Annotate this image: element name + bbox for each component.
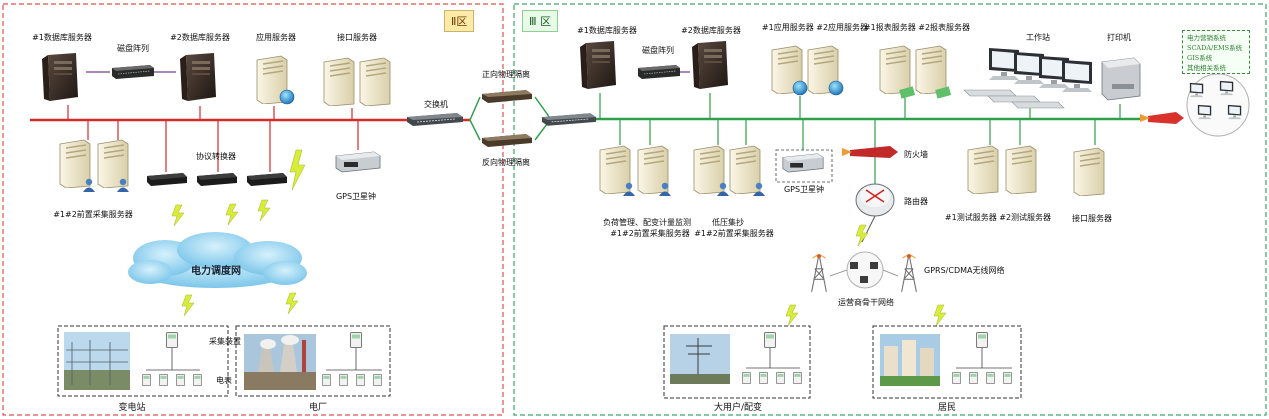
test-server-icon-2 <box>1005 145 1037 194</box>
lv-front-label: #1#2前置采集服务器 <box>694 229 774 238</box>
z3-disk-array-icon <box>637 64 681 80</box>
router-icon <box>855 183 895 217</box>
z3-gps-clock-icon <box>782 153 824 173</box>
carrier-backbone-icon <box>846 251 884 289</box>
residents-collector-icon <box>976 332 988 348</box>
reverse-isolator-icon <box>482 134 532 147</box>
external-systems-icon <box>1186 73 1250 137</box>
z3-db2-server-icon <box>692 41 728 89</box>
z3-interface-server-icon <box>1073 147 1105 196</box>
firewall-label: 防火墙 <box>904 150 928 159</box>
switch-label: 交换机 <box>424 100 448 109</box>
load-front-server-icon <box>599 145 631 194</box>
report-server-icon <box>879 45 911 94</box>
external-system-3: 其他相关系统 <box>1187 64 1226 72</box>
z3-app-servers-label: #1应用服务器 #2应用服务器 <box>761 23 869 32</box>
disk-array-icon <box>111 64 155 80</box>
interface-server-icon <box>323 57 355 106</box>
globe-icon <box>279 89 295 105</box>
printer-label: 打印机 <box>1107 33 1131 42</box>
lv-front-server-icon <box>693 145 725 194</box>
load-front-label: #1#2前置采集服务器 <box>610 229 690 238</box>
load-mgmt-label: 负荷管理、配变计量监测 <box>603 218 691 227</box>
cell-tower-icon <box>811 253 827 293</box>
test-server-icon <box>967 145 999 194</box>
z3-db1-server-icon <box>580 41 616 89</box>
firewall-arrow-icon <box>1140 112 1184 124</box>
lv-front-server-icon-2 <box>729 145 761 194</box>
gps-clock-icon <box>335 151 381 173</box>
z3-interface-server-label: 接口服务器 <box>1072 214 1112 223</box>
disk-array-label: 磁盘阵列 <box>117 44 149 53</box>
zone3-boundary <box>513 3 1267 416</box>
interface-server-label: 接口服务器 <box>337 33 377 42</box>
low-voltage-label: 低压集抄 <box>712 218 744 227</box>
front-server-icon <box>59 139 91 188</box>
db2-server-icon <box>180 53 216 101</box>
protocol-converter-label: 协议转换器 <box>196 152 236 161</box>
external-system-2: GIS系统 <box>1187 54 1213 62</box>
app-server-label: 应用服务器 <box>256 33 296 42</box>
workstation-label: 工作站 <box>1026 33 1050 42</box>
protocol-converter-icon <box>147 173 187 186</box>
front-servers-label: #1#2前置采集服务器 <box>53 210 133 219</box>
collector-icon <box>166 332 178 348</box>
collector-icon-2 <box>350 332 362 348</box>
gps-clock-label: GPS卫星钟 <box>335 192 377 201</box>
forward-isolation-label: 正向物理隔离 <box>482 70 530 79</box>
z3-db1-label: #1数据库服务器 <box>577 26 637 35</box>
large-user-collector-icon <box>764 332 776 348</box>
db1-server-icon <box>42 53 78 101</box>
grid-network-label: 电力调度网 <box>191 266 241 277</box>
db2-label: #2数据库服务器 <box>170 33 230 42</box>
printer-icon <box>1101 57 1141 101</box>
forward-isolator-icon <box>482 90 532 103</box>
db1-label: #1数据库服务器 <box>32 33 92 42</box>
z3-disk-array-label: 磁盘阵列 <box>642 46 674 55</box>
zone2-tag: Ⅱ区 <box>444 10 475 32</box>
reverse-isolation-label: 反向物理隔离 <box>482 158 530 167</box>
z3-db2-label: #2数据库服务器 <box>681 26 741 35</box>
zone3-switch-icon <box>541 112 597 126</box>
report-server-icon-2 <box>915 45 947 94</box>
carrier-backbone-label: 运营商骨干网络 <box>838 298 894 307</box>
firewall-icon <box>842 146 898 158</box>
external-system-0: 电力营销系统 <box>1187 34 1226 42</box>
report-servers-label: #1报表服务器 #2报表服务器 <box>863 23 971 32</box>
external-systems-box: 电力营销系统 SCADA/EMS系统 GIS系统 其他相关系统 <box>1182 30 1250 74</box>
meter-label: 电表 <box>216 376 232 385</box>
router-label: 路由器 <box>904 197 928 206</box>
grid-network-cloud <box>128 232 307 288</box>
zone2-boundary <box>2 3 504 416</box>
wireless-network-label: GPRS/CDMA无线网络 <box>924 266 1005 275</box>
residents-label: 居民 <box>937 403 957 413</box>
large-user-label: 大用户/配变 <box>713 403 763 413</box>
zone3-tag: Ⅲ 区 <box>522 10 559 32</box>
protocol-converter-icon-3 <box>247 173 287 186</box>
interface-server-icon-2 <box>359 57 391 106</box>
switch-icon <box>406 112 464 126</box>
lightning-icon <box>171 204 185 227</box>
substation-label: 变电站 <box>118 403 146 413</box>
external-system-1: SCADA/EMS系统 <box>1187 44 1243 52</box>
collector-label: 采集装置 <box>209 337 241 346</box>
z3-gps-box <box>775 149 833 183</box>
test-servers-label: #1测试服务器 #2测试服务器 <box>944 213 1052 222</box>
cell-tower-icon-2 <box>901 253 917 293</box>
z3-gps-clock-label: GPS卫星钟 <box>783 185 825 194</box>
protocol-converter-icon-2 <box>197 173 237 186</box>
power-plant-label: 电厂 <box>308 403 328 413</box>
